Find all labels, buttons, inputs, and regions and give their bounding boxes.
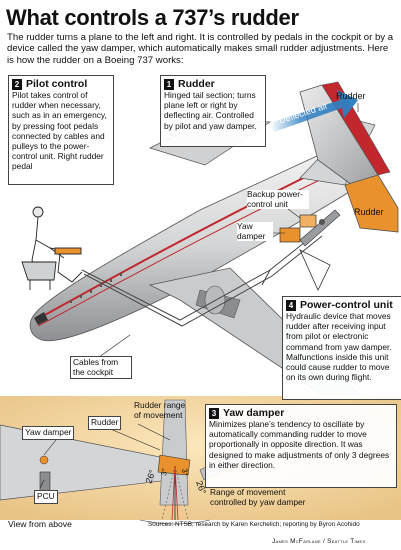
label-rudder-range: Rudder range of movement	[134, 400, 186, 420]
page-title: What controls a 737’s rudder	[6, 5, 299, 30]
sources-note: Sources: NTSB; research by Karen Kerchel…	[148, 521, 360, 528]
angle-label-left: 26°	[143, 468, 157, 485]
callout-text: Minimizes plane’s tendency to oscillate …	[209, 419, 390, 470]
label-rudder-tail: Rudder	[354, 207, 384, 217]
callout-title: Rudder	[178, 78, 215, 90]
callout-power-control-unit: 4 Power-control unit Hydraulic device th…	[282, 296, 401, 400]
angle-label-right: 26°	[194, 479, 208, 496]
label-range-yaw: Range of movement controlled by yaw damp…	[210, 487, 306, 507]
page-subtitle: The rudder turns a plane to the left and…	[7, 32, 394, 66]
callout-text: Hinged tail section; turns plane left or…	[164, 90, 257, 131]
label-inset-rudder: Rudder	[88, 416, 122, 430]
pilot-figure	[21, 206, 83, 290]
callout-rudder: 1 Rudder Hinged tail section; turns plan…	[160, 75, 266, 147]
callout-title: Yaw damper	[223, 407, 285, 419]
callout-title: Power-control unit	[300, 299, 393, 311]
callout-title: Pilot control	[26, 78, 88, 90]
small-angle-left: 3°	[159, 468, 169, 477]
callout-number: 3	[209, 407, 219, 419]
label-cables: Cables from the cockpit	[70, 356, 132, 380]
label-backup-pcu: Backup power-control unit	[247, 189, 309, 210]
small-angle-right: 3°	[180, 468, 190, 477]
callout-number: 4	[286, 299, 296, 311]
callout-number: 1	[164, 78, 174, 90]
label-yaw-damper-main: Yaw damper	[237, 221, 273, 242]
label-inset-pcu: PCU	[34, 490, 58, 504]
callout-number: 2	[12, 78, 22, 90]
callout-pilot-control: 2 Pilot control Pilot takes control of r…	[8, 75, 114, 185]
callout-text: Hydraulic device that moves rudder after…	[286, 311, 392, 383]
label-rudder-top: Rudder	[336, 91, 366, 101]
label-view-from-above: View from above	[8, 519, 72, 529]
label-inset-yaw-damper: Yaw damper	[22, 426, 75, 440]
pcu-assembly	[279, 209, 341, 291]
callout-yaw-damper: 3 Yaw damper Minimizes plane’s tendency …	[205, 404, 397, 488]
control-cables	[81, 229, 323, 327]
deflected-air-arrow	[270, 90, 358, 132]
callout-text: Pilot takes control of rudder when neces…	[12, 90, 107, 172]
credit-line: James McFarlane / Seattle Times	[272, 538, 366, 545]
